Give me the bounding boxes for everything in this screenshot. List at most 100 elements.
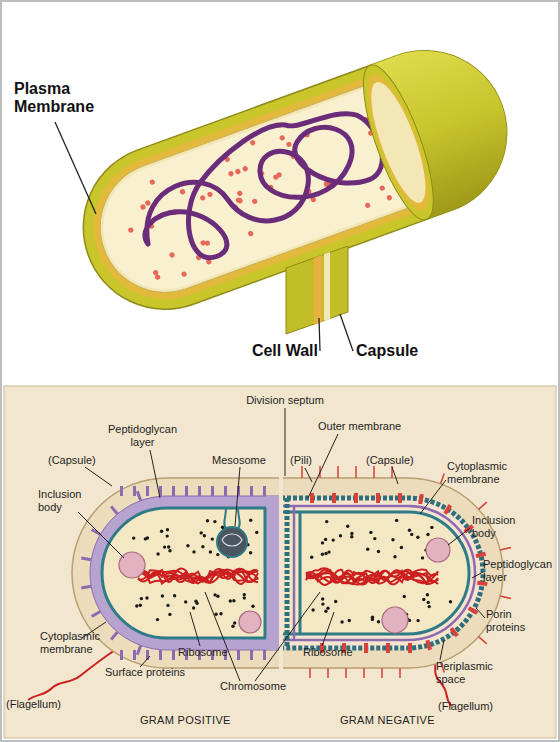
- leader-line: [319, 318, 320, 351]
- ribosome: [243, 593, 246, 596]
- pilus: [309, 668, 311, 678]
- part-label: Division septum: [225, 394, 345, 407]
- surface-protein: [120, 650, 123, 660]
- leader-line: [78, 512, 124, 558]
- ribosome: [377, 550, 380, 553]
- ribosome: [156, 552, 159, 555]
- pilus: [500, 596, 511, 599]
- ribosome-dot: [251, 198, 258, 205]
- pilus: [373, 466, 375, 478]
- surface-protein: [172, 650, 175, 660]
- ribosome: [206, 519, 209, 522]
- ribosome: [140, 597, 143, 600]
- part-label: Cell Wall: [218, 342, 318, 360]
- porin-protein: [425, 640, 432, 651]
- part-label: Periplasmic space: [436, 660, 506, 686]
- part-label: (Pili): [290, 454, 330, 467]
- ribosome: [324, 552, 327, 555]
- surface-protein: [133, 486, 136, 496]
- ribosome: [427, 601, 430, 604]
- ribosome: [393, 555, 396, 558]
- chromosome-strand: [138, 570, 258, 582]
- surface-protein: [133, 650, 136, 660]
- surface-protein: [81, 585, 91, 590]
- ribosome-dot: [207, 191, 214, 198]
- porin-protein: [408, 643, 412, 653]
- mesosome: [217, 527, 247, 557]
- ribosome-dots: [114, 100, 398, 289]
- surface-protein: [136, 645, 142, 655]
- leader-line: [322, 612, 334, 646]
- ribosome: [213, 520, 216, 523]
- ribosome: [168, 613, 171, 616]
- part-label: Ribosome: [178, 646, 238, 659]
- leader-line: [340, 314, 353, 351]
- ribosome: [201, 545, 204, 548]
- cut-away-flap: [286, 246, 348, 334]
- ribosome: [166, 604, 169, 607]
- bottom-panel: [4, 386, 556, 738]
- ribosome: [311, 608, 314, 611]
- surface-protein: [120, 486, 123, 496]
- surface-protein: [198, 486, 201, 496]
- ribosome: [366, 548, 369, 551]
- mesosome-fold: [222, 534, 242, 546]
- flagellum: [28, 648, 118, 700]
- porin-protein: [398, 493, 402, 503]
- inclusion-body: [426, 538, 450, 562]
- surface-protein: [263, 486, 266, 496]
- surface-protein: [146, 486, 149, 496]
- ribosome: [334, 600, 337, 603]
- part-label: Porin proteins: [486, 608, 546, 634]
- ribosome: [243, 596, 246, 599]
- leader-line: [150, 450, 160, 498]
- ribosome: [371, 618, 374, 621]
- surface-protein: [263, 650, 266, 660]
- cytoplasmic-membrane: [283, 512, 469, 634]
- pilus: [363, 668, 365, 678]
- peptidoglycan-layer: [90, 496, 279, 650]
- leader-line: [472, 572, 483, 578]
- ribosome: [160, 530, 163, 533]
- ribosome: [192, 550, 195, 553]
- leader-line: [476, 608, 485, 618]
- surface-protein: [159, 650, 162, 660]
- ribosome: [194, 600, 197, 603]
- ribosome: [186, 544, 189, 547]
- pilus: [327, 668, 329, 678]
- ribosome: [449, 600, 452, 603]
- part-label: Plasma Membrane: [14, 80, 104, 116]
- leader-line: [235, 467, 240, 526]
- ribosome-dot: [179, 188, 186, 195]
- ribosome: [219, 612, 222, 615]
- ribosome-dot: [286, 141, 293, 148]
- pilus: [381, 668, 383, 678]
- ribosome: [321, 597, 324, 600]
- leader-line: [440, 640, 444, 660]
- ribosome: [214, 613, 217, 616]
- ribosome-dot: [236, 190, 243, 197]
- part-label: Cytoplasmic membrane: [40, 630, 115, 656]
- ribosome: [325, 520, 328, 523]
- ribosome: [139, 604, 142, 607]
- ribosome: [166, 528, 169, 531]
- porin-protein: [310, 493, 314, 503]
- panel-caption: GRAM NEGATIVE: [340, 714, 450, 727]
- leader-line: [190, 612, 200, 646]
- ribosome-dot: [169, 252, 176, 259]
- porin-protein: [418, 494, 424, 505]
- ribosome: [377, 620, 380, 623]
- leader-line: [392, 467, 398, 484]
- part-label: Inclusion body: [38, 488, 93, 514]
- ribosome: [326, 607, 329, 610]
- ribosome: [132, 536, 135, 539]
- surface-protein: [81, 556, 91, 561]
- mesosome-stalk: [224, 508, 240, 528]
- ribosome: [211, 537, 214, 540]
- ribosome: [168, 549, 171, 552]
- ribosome-dot: [249, 139, 256, 146]
- part-label: (Flagellum): [6, 698, 76, 711]
- porin-protein: [475, 552, 486, 558]
- inclusion-body: [382, 607, 408, 633]
